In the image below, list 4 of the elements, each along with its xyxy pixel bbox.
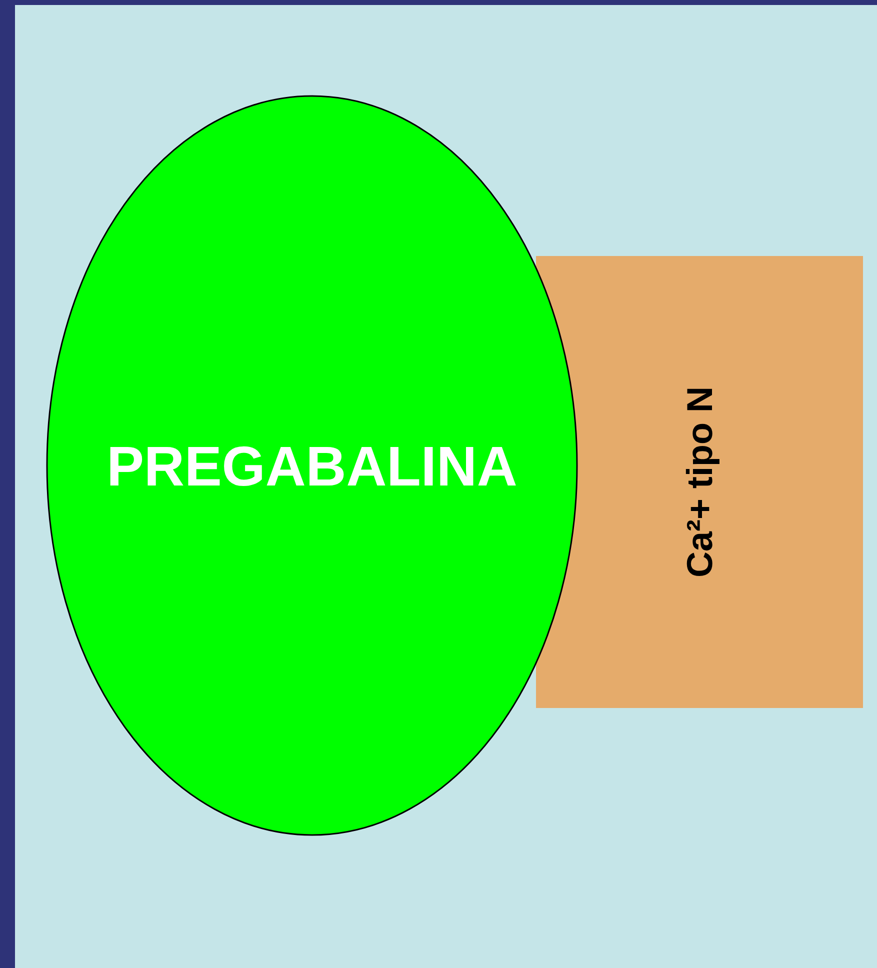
drug-ellipse (46, 95, 578, 836)
channel-box (536, 256, 863, 708)
node-label: Ca²+ tipo N (678, 386, 720, 578)
node-label: PREGABALINA (106, 433, 518, 498)
